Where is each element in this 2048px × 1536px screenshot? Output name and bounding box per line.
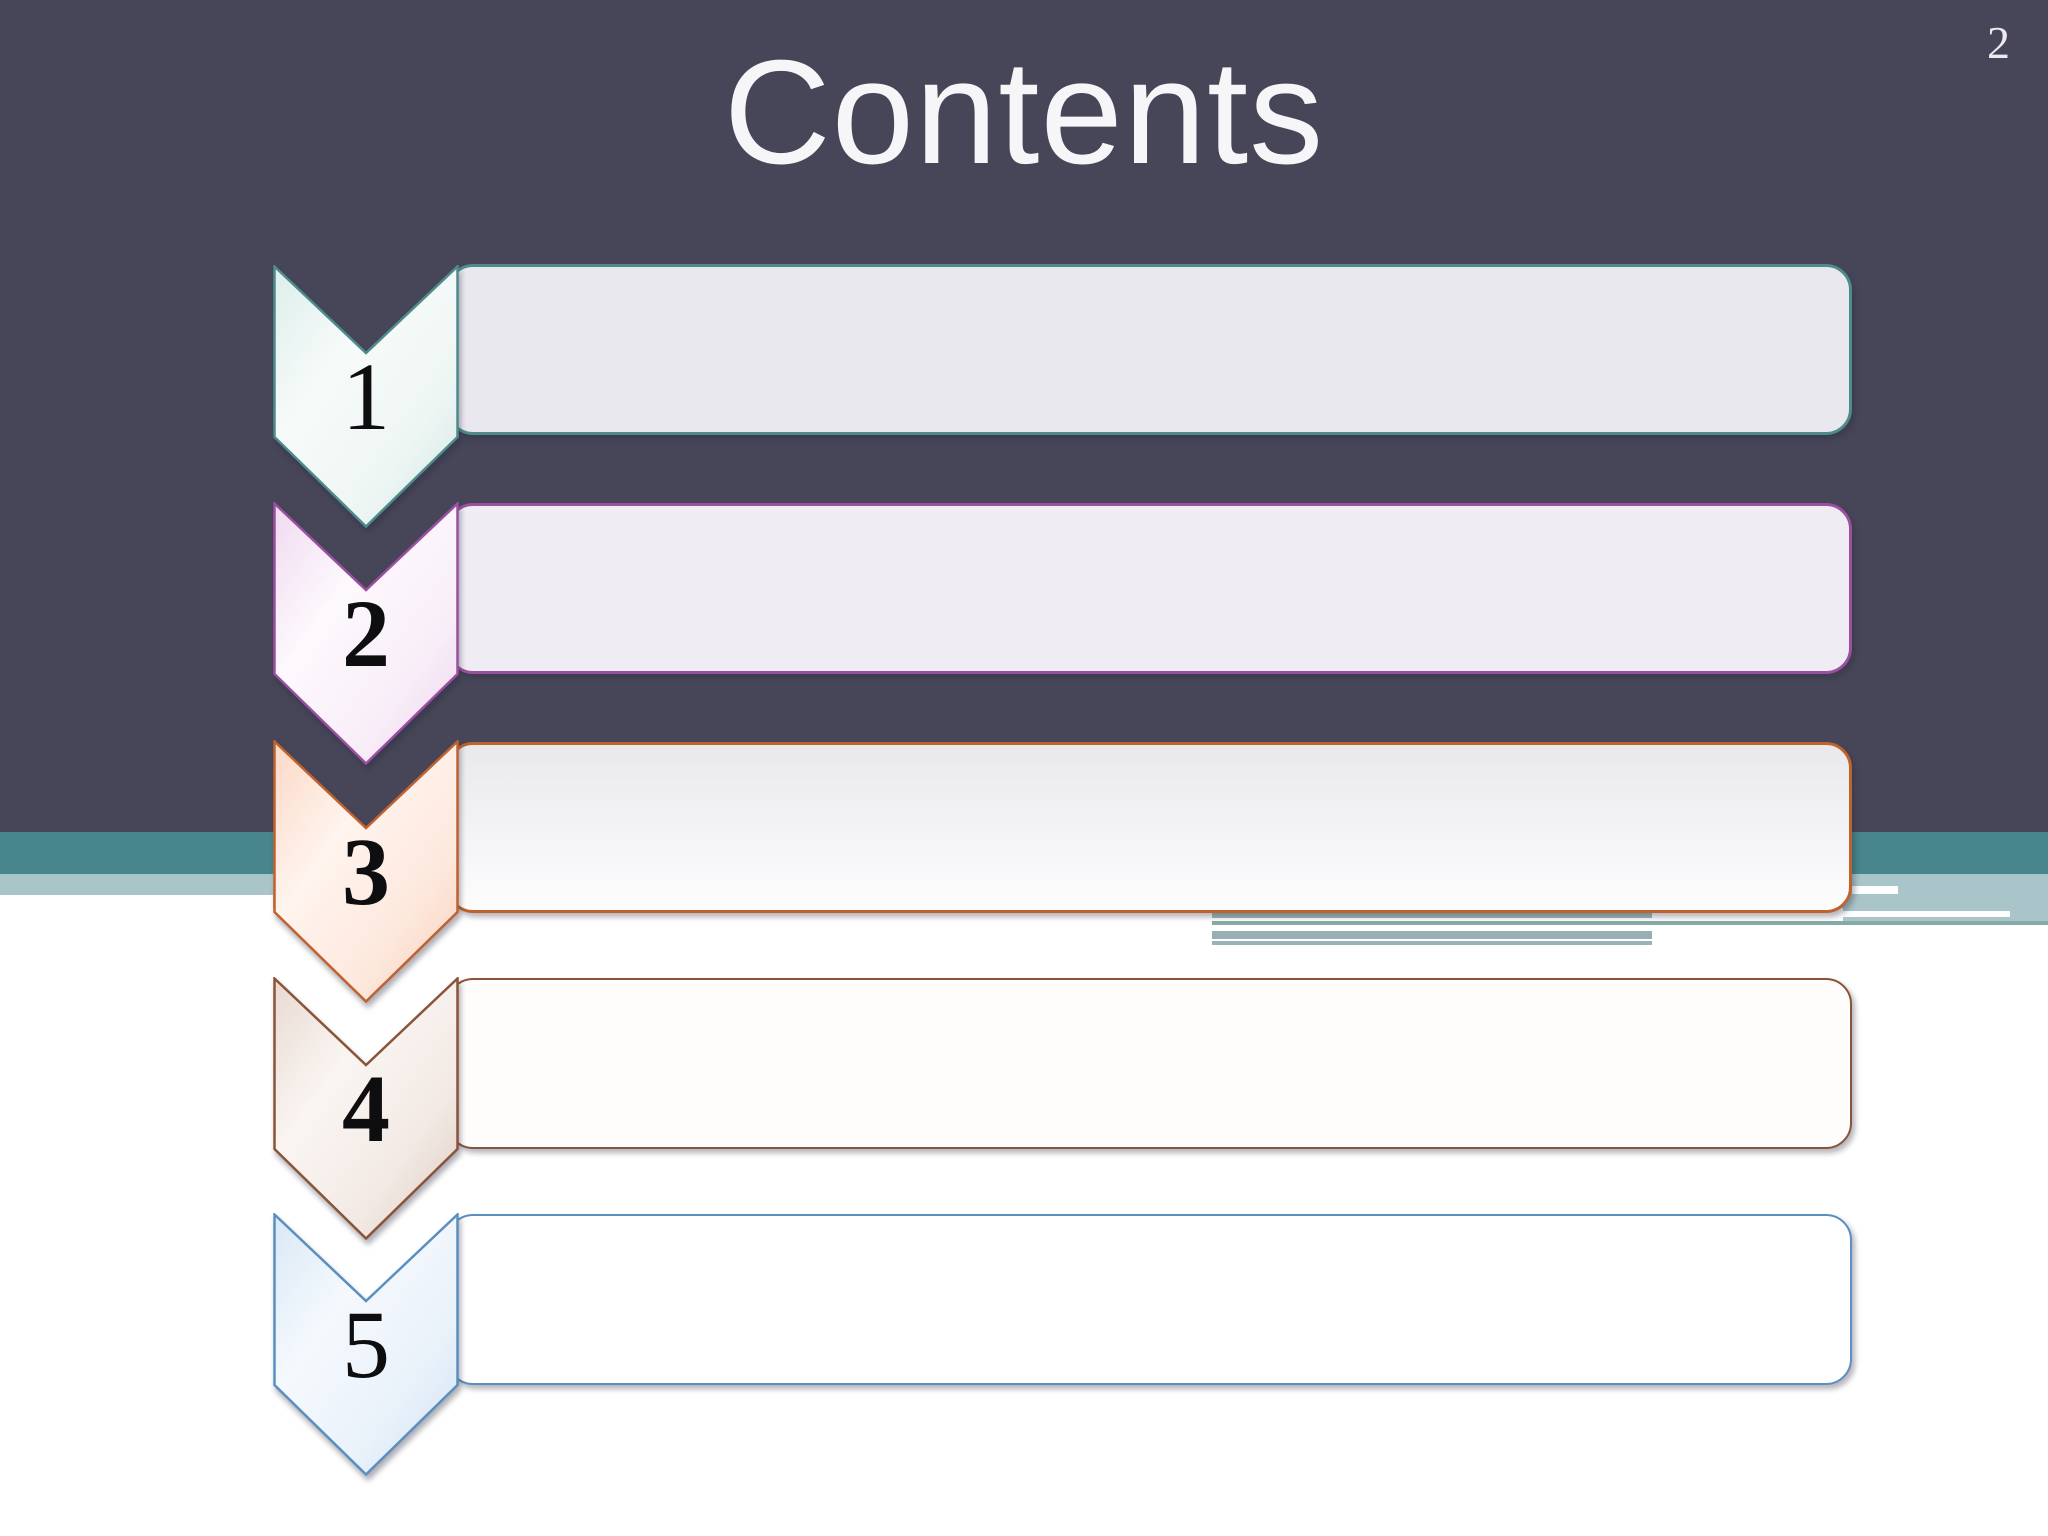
toc-item: 4 bbox=[0, 977, 2048, 1240]
toc-item-number: 2 bbox=[342, 580, 390, 687]
chevron-shape bbox=[273, 265, 459, 528]
toc-item-bar bbox=[447, 503, 1852, 674]
decorative-stripe bbox=[1212, 931, 1652, 939]
toc-item-number: 1 bbox=[342, 343, 390, 450]
page-title: Contents bbox=[723, 30, 1325, 195]
chevron-shape bbox=[273, 502, 459, 765]
toc-item-bar bbox=[447, 978, 1852, 1149]
toc-item-number: 5 bbox=[342, 1291, 390, 1398]
toc-item-bar bbox=[447, 1214, 1852, 1385]
toc-item: 3 bbox=[0, 740, 2048, 1003]
toc-item: 1 bbox=[0, 264, 2048, 528]
decorative-stripe bbox=[1212, 941, 1652, 945]
toc-item-number: 3 bbox=[342, 818, 390, 925]
toc-item-number: 4 bbox=[342, 1055, 390, 1162]
toc-item-bar bbox=[447, 742, 1852, 913]
decorative-stripe bbox=[1212, 913, 1652, 918]
toc-item-bar bbox=[447, 264, 1852, 435]
decorative-dash bbox=[1852, 886, 1898, 894]
chevron-shape bbox=[273, 977, 459, 1240]
toc-item: 2 bbox=[0, 502, 2048, 765]
chevron-shape bbox=[273, 740, 459, 1003]
toc-item: 5 bbox=[0, 1213, 2048, 1476]
chevron-shape bbox=[273, 1213, 459, 1476]
background-patch bbox=[0, 895, 273, 925]
decorative-dash bbox=[1843, 911, 2010, 917]
decorative-stripe bbox=[1212, 921, 2048, 925]
page-number: 2 bbox=[1987, 17, 2010, 68]
